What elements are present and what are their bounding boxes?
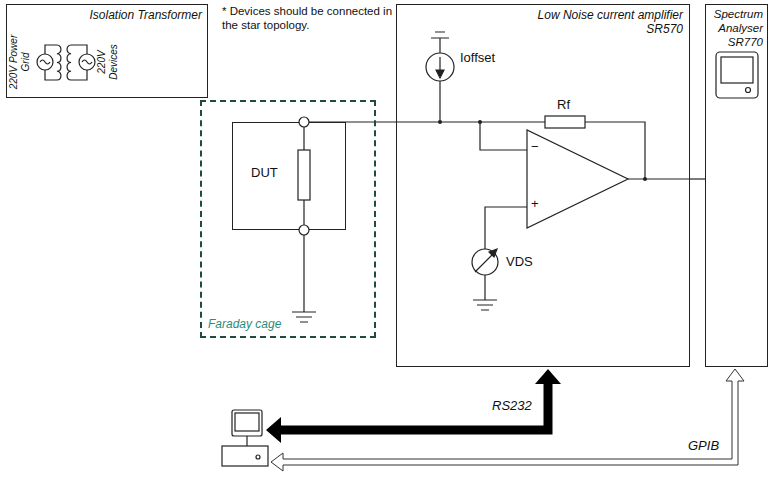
signal-wire <box>690 178 705 179</box>
computer-base <box>222 446 268 466</box>
node-title: SR570 <box>646 22 683 36</box>
junction-dot <box>438 120 442 124</box>
voltage-source-symbol <box>472 249 498 275</box>
rs232-arrow-head <box>266 417 281 443</box>
signal-name: Ioffset <box>460 50 495 66</box>
inverting-input-wire <box>480 122 527 150</box>
supply-wire <box>431 32 449 122</box>
source-label: 220V Devices <box>96 34 120 90</box>
ac-tilde <box>40 60 50 64</box>
node-title: Faraday cage <box>208 317 281 331</box>
rs232-arrow-head <box>535 369 561 384</box>
computer-neck <box>246 436 247 446</box>
node-title: SR770 <box>728 36 763 50</box>
node-title: Spectrum Analyser <box>710 8 763 36</box>
device-box: DUT <box>232 122 346 230</box>
signal-name: VDS <box>506 254 533 270</box>
ac-source-symbol <box>37 54 53 70</box>
pin-name: − <box>531 139 539 155</box>
node-title: Isolation Transformer <box>90 8 202 22</box>
noninverting-input-wire <box>485 207 527 300</box>
bus-name: GPIB <box>688 438 719 454</box>
current-arrow-head <box>436 70 444 78</box>
bus-name: RS232 <box>492 398 532 414</box>
ground-symbol <box>473 300 497 310</box>
ac-source-symbol <box>79 54 95 70</box>
transformer-wire <box>45 45 87 80</box>
computer-screen <box>235 413 259 431</box>
junction-dot <box>643 177 647 181</box>
adjust-arrow-head <box>489 249 497 257</box>
current-source-symbol <box>426 53 454 81</box>
transformer-coil <box>57 45 61 80</box>
analyser-knob <box>746 88 751 93</box>
node-title: Low Noise current amplifier <box>538 8 683 22</box>
ac-tilde <box>82 60 92 64</box>
computer-button <box>256 455 260 459</box>
terminal-symbol <box>299 225 309 235</box>
transformer-coil <box>67 45 71 80</box>
adjust-arrow <box>475 253 494 272</box>
analyser-icon <box>716 52 758 98</box>
analyser-box: Spectrum AnalyserSR770 <box>705 4 768 367</box>
junction-dot <box>478 120 482 124</box>
note-text: * Devices should be connected in the sta… <box>222 5 394 33</box>
source-label: 220V Power Grid <box>8 34 32 90</box>
feedback-resistor-symbol <box>545 116 585 128</box>
faraday-cage: Faraday cage DUT <box>200 100 376 338</box>
amplifier-box: Low Noise current amplifierSR570 <box>396 4 690 367</box>
gpib-link <box>271 369 744 471</box>
opamp-symbol <box>527 130 628 228</box>
resistor-symbol <box>298 150 310 200</box>
pin-name: + <box>531 196 539 212</box>
component-name: Rf <box>557 97 570 113</box>
rs232-link <box>281 383 548 430</box>
computer-monitor <box>232 410 262 436</box>
analyser-screen <box>721 57 753 83</box>
node-title: DUT <box>251 165 278 181</box>
ground-symbol <box>292 312 316 322</box>
